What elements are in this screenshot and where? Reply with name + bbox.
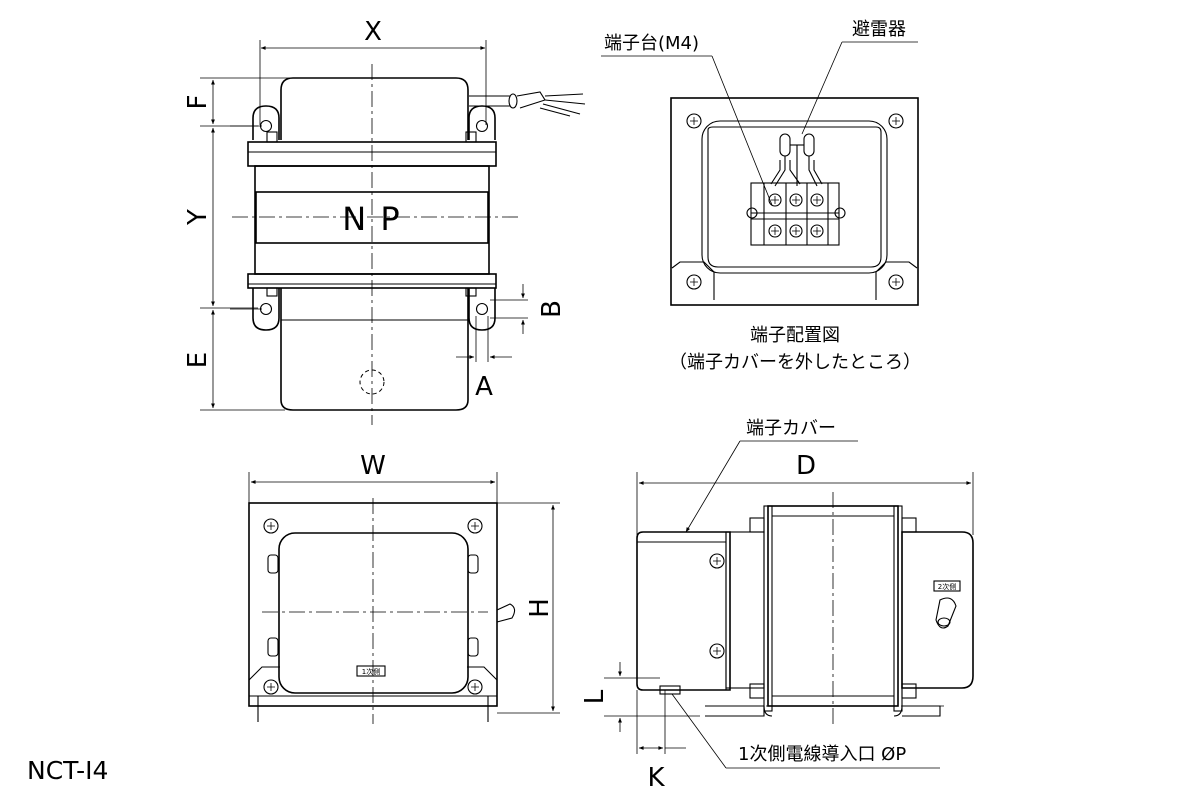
nameplate-text: N P xyxy=(342,200,401,238)
dim-x-label: X xyxy=(364,17,382,47)
corner-screw-icon xyxy=(263,518,483,695)
caption-subtitle: （端子カバーを外したところ） xyxy=(669,352,921,373)
dim-b-label: B xyxy=(537,300,567,318)
dim-f-label: F xyxy=(183,95,213,110)
primary-side-tag: 1次側 xyxy=(362,667,380,676)
callout-arrester: 避雷器 xyxy=(852,19,906,40)
secondary-side-tag: 2次側 xyxy=(938,582,956,591)
dim-d-label: D xyxy=(796,451,816,481)
dim-a-label: A xyxy=(475,372,493,402)
callout-terminal-cover: 端子カバー xyxy=(746,418,836,439)
callout-primary-inlet: 1次側電線導入口 ØP xyxy=(738,744,906,765)
terminal-screw-icon xyxy=(746,193,846,238)
corner-screw-icon xyxy=(686,113,904,290)
caption-title: 端子配置図 xyxy=(750,325,840,346)
dim-h-label: H xyxy=(525,598,555,618)
dim-y-label: Y xyxy=(183,209,213,226)
dim-w-label: W xyxy=(360,451,386,481)
callout-terminal-block: 端子台(M4) xyxy=(604,33,699,54)
dim-l-label: L xyxy=(580,689,610,704)
dim-e-label: E xyxy=(183,352,213,368)
side-view: 2次側 D K L 端子カバー 1次側電線導入口 ØP xyxy=(580,418,974,793)
arrester-icon xyxy=(770,133,823,187)
terminal-layout-view: 端子台(M4) 避雷器 端子配置図 （端子カバーを外したところ） xyxy=(601,19,921,373)
model-number: NCT-I4 xyxy=(27,756,109,785)
front-view: N P X A F Y E B xyxy=(183,17,586,425)
dim-k-label: K xyxy=(647,763,665,793)
end-view: 1次側 W H xyxy=(248,451,560,724)
